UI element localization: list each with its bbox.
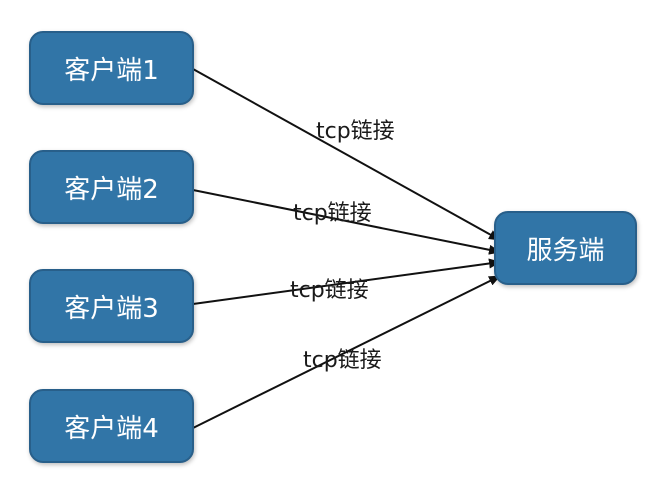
edge-client-4-to-server [192,275,501,429]
client-node-3-label: 客户端3 [64,293,159,324]
edge-label-client-3: tcp链接 [290,278,369,303]
client-node-2: 客户端2 [29,150,194,224]
edge-label-client-4: tcp链接 [303,348,382,373]
edge-client-2-to-server [192,189,501,255]
edge-label-client-2: tcp链接 [293,201,372,226]
client-node-1: 客户端1 [29,31,194,105]
client-node-4: 客户端4 [29,389,194,463]
client-node-1-label: 客户端1 [64,55,159,86]
edge-client-3-to-server [192,258,501,305]
client-node-2-label: 客户端2 [64,174,159,205]
server-node: 服务端 [494,211,637,285]
client-node-4-label: 客户端4 [64,413,159,444]
edge-client-1-to-server [192,68,501,241]
client-node-3: 客户端3 [29,269,194,343]
edge-label-client-1: tcp链接 [316,119,395,144]
server-node-label: 服务端 [526,235,605,266]
